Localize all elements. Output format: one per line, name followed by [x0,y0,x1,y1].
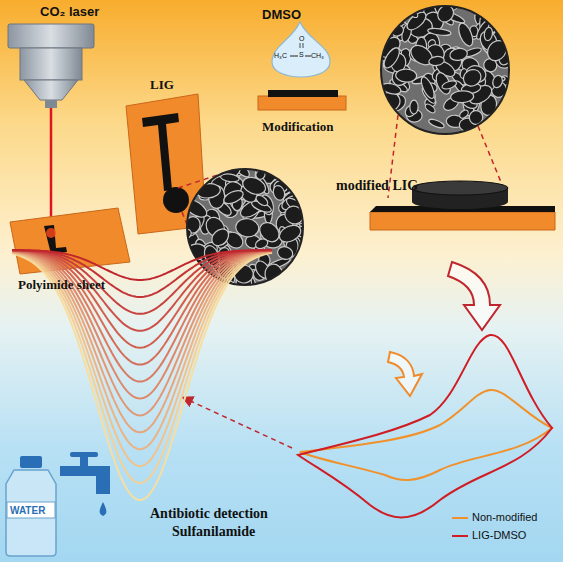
sem-pore [222,188,245,206]
dpv-curve [12,252,272,466]
sem-pore [419,75,437,100]
dmso-drop [258,22,346,110]
sem-pore [271,184,286,202]
sem-pore [427,27,451,36]
sem-pore [424,102,437,114]
sem-pore [441,79,457,90]
sem-pore [483,27,493,41]
label: CH₃ [311,52,324,60]
cv-plot [298,335,552,536]
label: CO₂ laser [40,5,99,19]
label: Sulfanilamide [172,524,255,539]
sem-pore [460,66,484,89]
sem-pore [254,193,269,207]
sem-pore [449,47,469,62]
legend-text: Non-modified [472,511,537,523]
dpv-curve [12,250,272,347]
label: WATER [10,505,45,516]
flow-arrow [388,262,500,396]
sem-pore [395,69,417,83]
label: LIG [150,78,174,92]
dpv-curves [12,250,272,500]
sem-pore [254,237,269,250]
sem-pore [240,174,268,197]
dpv-curve [12,250,272,297]
sem-pore [276,245,294,261]
label: Polyimide sheet [18,278,105,292]
dpv-curve [12,251,272,399]
co2-laser [8,24,94,232]
water-bottle [6,456,56,556]
dpv-curve [12,250,272,280]
dpv-curve [12,253,272,500]
dpv-curve [12,250,272,314]
label: S [299,51,304,59]
sem-image [375,0,521,198]
label: Antibiotic detection [150,506,268,521]
legend-line [452,517,468,519]
label: H₃C [274,52,287,60]
dpv-curve [12,250,272,364]
sem-pore [428,118,445,130]
label: modified LIG [336,178,418,193]
dashed-arrow [184,398,292,448]
dpv-curve [12,252,272,483]
legend-text: LIG-DMSO [472,529,526,541]
label: DMSO [262,8,301,22]
sem-pore [235,217,260,238]
sem-pore [458,109,470,120]
sem-pore [456,21,476,48]
sem-pore [428,56,445,67]
dpv-curve [12,251,272,382]
sem-pore [277,222,304,245]
sem-pore [209,226,232,249]
label: Modification [262,120,334,134]
water-tap [60,452,110,516]
dpv-curve [12,250,272,331]
dpv-curve [12,251,272,432]
sem-pore [491,74,504,89]
legend-line [452,535,468,537]
label: O [299,35,304,43]
dpv-curve [12,251,272,415]
dpv-curve [12,252,272,450]
sem-pore [410,100,418,114]
sem-pore [450,90,474,103]
sem-pore [178,227,193,241]
